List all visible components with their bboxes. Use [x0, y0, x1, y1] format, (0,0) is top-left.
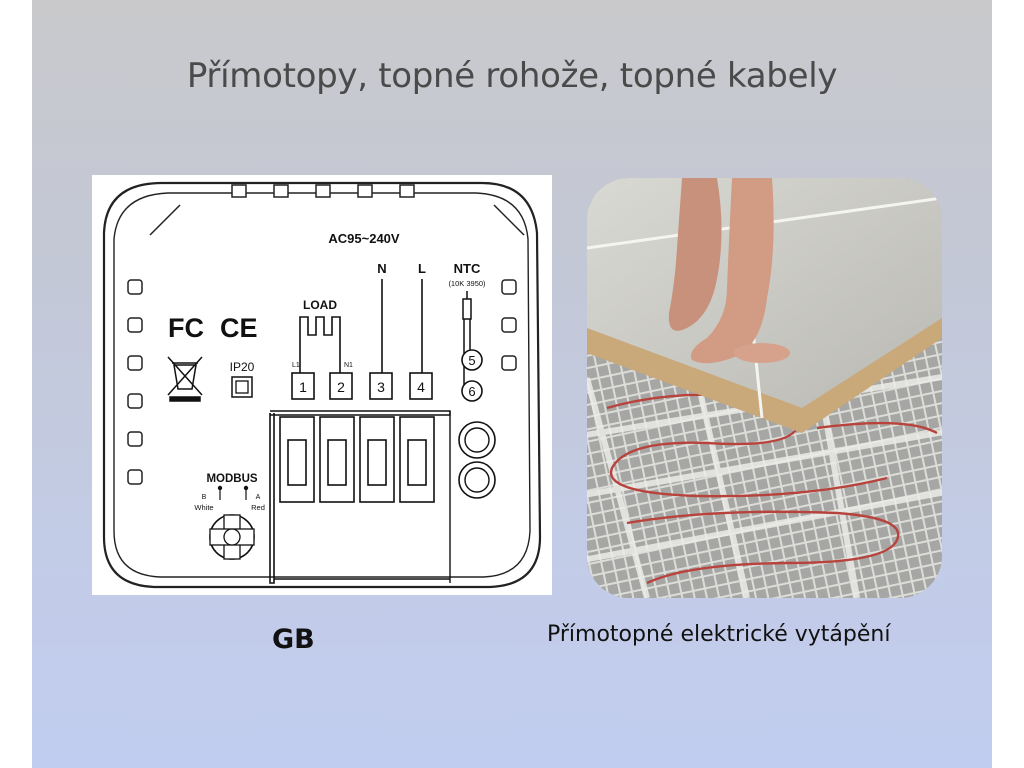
- terminal-4: 4: [417, 379, 425, 395]
- l1-label: L1: [292, 362, 300, 369]
- ip20-label: IP20: [230, 360, 255, 374]
- voltage-label: AC95~240V: [328, 231, 400, 246]
- terminal-1: 1: [299, 379, 307, 395]
- weee-bin-icon: [167, 356, 203, 402]
- caption-gb: GB: [272, 624, 315, 655]
- terminal-n-label: N: [377, 261, 386, 276]
- thermostat-wiring-diagram: AC95~240V N L NTC (10K 3950) 5 6 LOAD L1…: [92, 175, 552, 595]
- b-label: B: [202, 494, 207, 501]
- fcc-logo: FC: [168, 313, 204, 343]
- terminal-2: 2: [337, 379, 345, 395]
- load-label: LOAD: [303, 298, 337, 312]
- heating-mat-photo: [587, 178, 942, 598]
- terminal-3: 3: [377, 379, 385, 395]
- terminal-6: 6: [468, 384, 475, 399]
- red-label: Red: [251, 503, 265, 512]
- terminal-5: 5: [468, 353, 475, 368]
- modbus-label: MODBUS: [206, 473, 257, 485]
- ntc-spec-label: (10K 3950): [448, 279, 486, 288]
- slide: Přímotopy, topné rohože, topné kabely: [32, 0, 992, 768]
- ntc-label: NTC: [454, 261, 481, 276]
- caption-direct-heating: Přímotopné elektrické vytápění: [547, 622, 891, 647]
- terminal-l-label: L: [418, 261, 426, 276]
- a-label: A: [256, 494, 261, 501]
- slide-title: Přímotopy, topné rohože, topné kabely: [186, 56, 838, 96]
- white-label: White: [194, 503, 213, 512]
- n1-label: N1: [344, 362, 353, 369]
- ce-logo: CE: [220, 313, 258, 343]
